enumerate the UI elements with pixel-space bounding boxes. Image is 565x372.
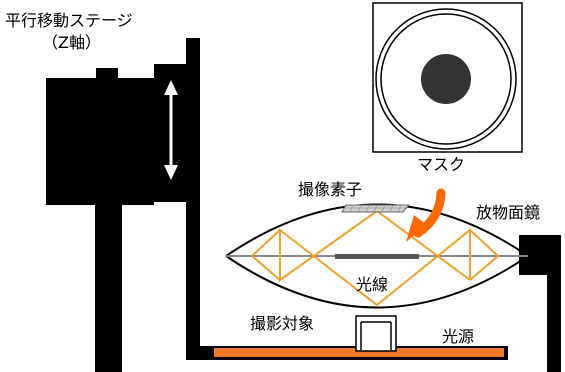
double-headed-vertical-arrow-icon xyxy=(164,80,178,180)
stage-title-label: 平行移動ステージ xyxy=(5,11,133,30)
curved-orange-arrow-icon xyxy=(406,188,446,242)
translation-stage-block xyxy=(46,78,154,205)
frame-vertical-post xyxy=(186,38,200,360)
stage-top-nub xyxy=(96,68,118,80)
light-source-label: 光源 xyxy=(442,327,475,346)
imaging-target xyxy=(355,315,397,352)
image-sensor-label: 撮像素子 xyxy=(298,180,363,199)
imaging-target-label: 撮影対象 xyxy=(250,314,315,333)
light-ray-label: 光線 xyxy=(356,275,389,294)
parabolic-mirror-label: 放物面鏡 xyxy=(476,203,541,222)
stage-axis-label: （Z軸） xyxy=(42,33,101,52)
stage-post xyxy=(95,205,122,372)
image-sensor xyxy=(341,204,411,213)
axis-center-bar xyxy=(335,254,419,259)
mirror-mount-post xyxy=(547,250,561,372)
mask-panel xyxy=(372,2,523,153)
mask-label: マスク xyxy=(417,155,466,174)
mask-disc xyxy=(421,54,471,104)
light-source-bar xyxy=(214,348,504,357)
